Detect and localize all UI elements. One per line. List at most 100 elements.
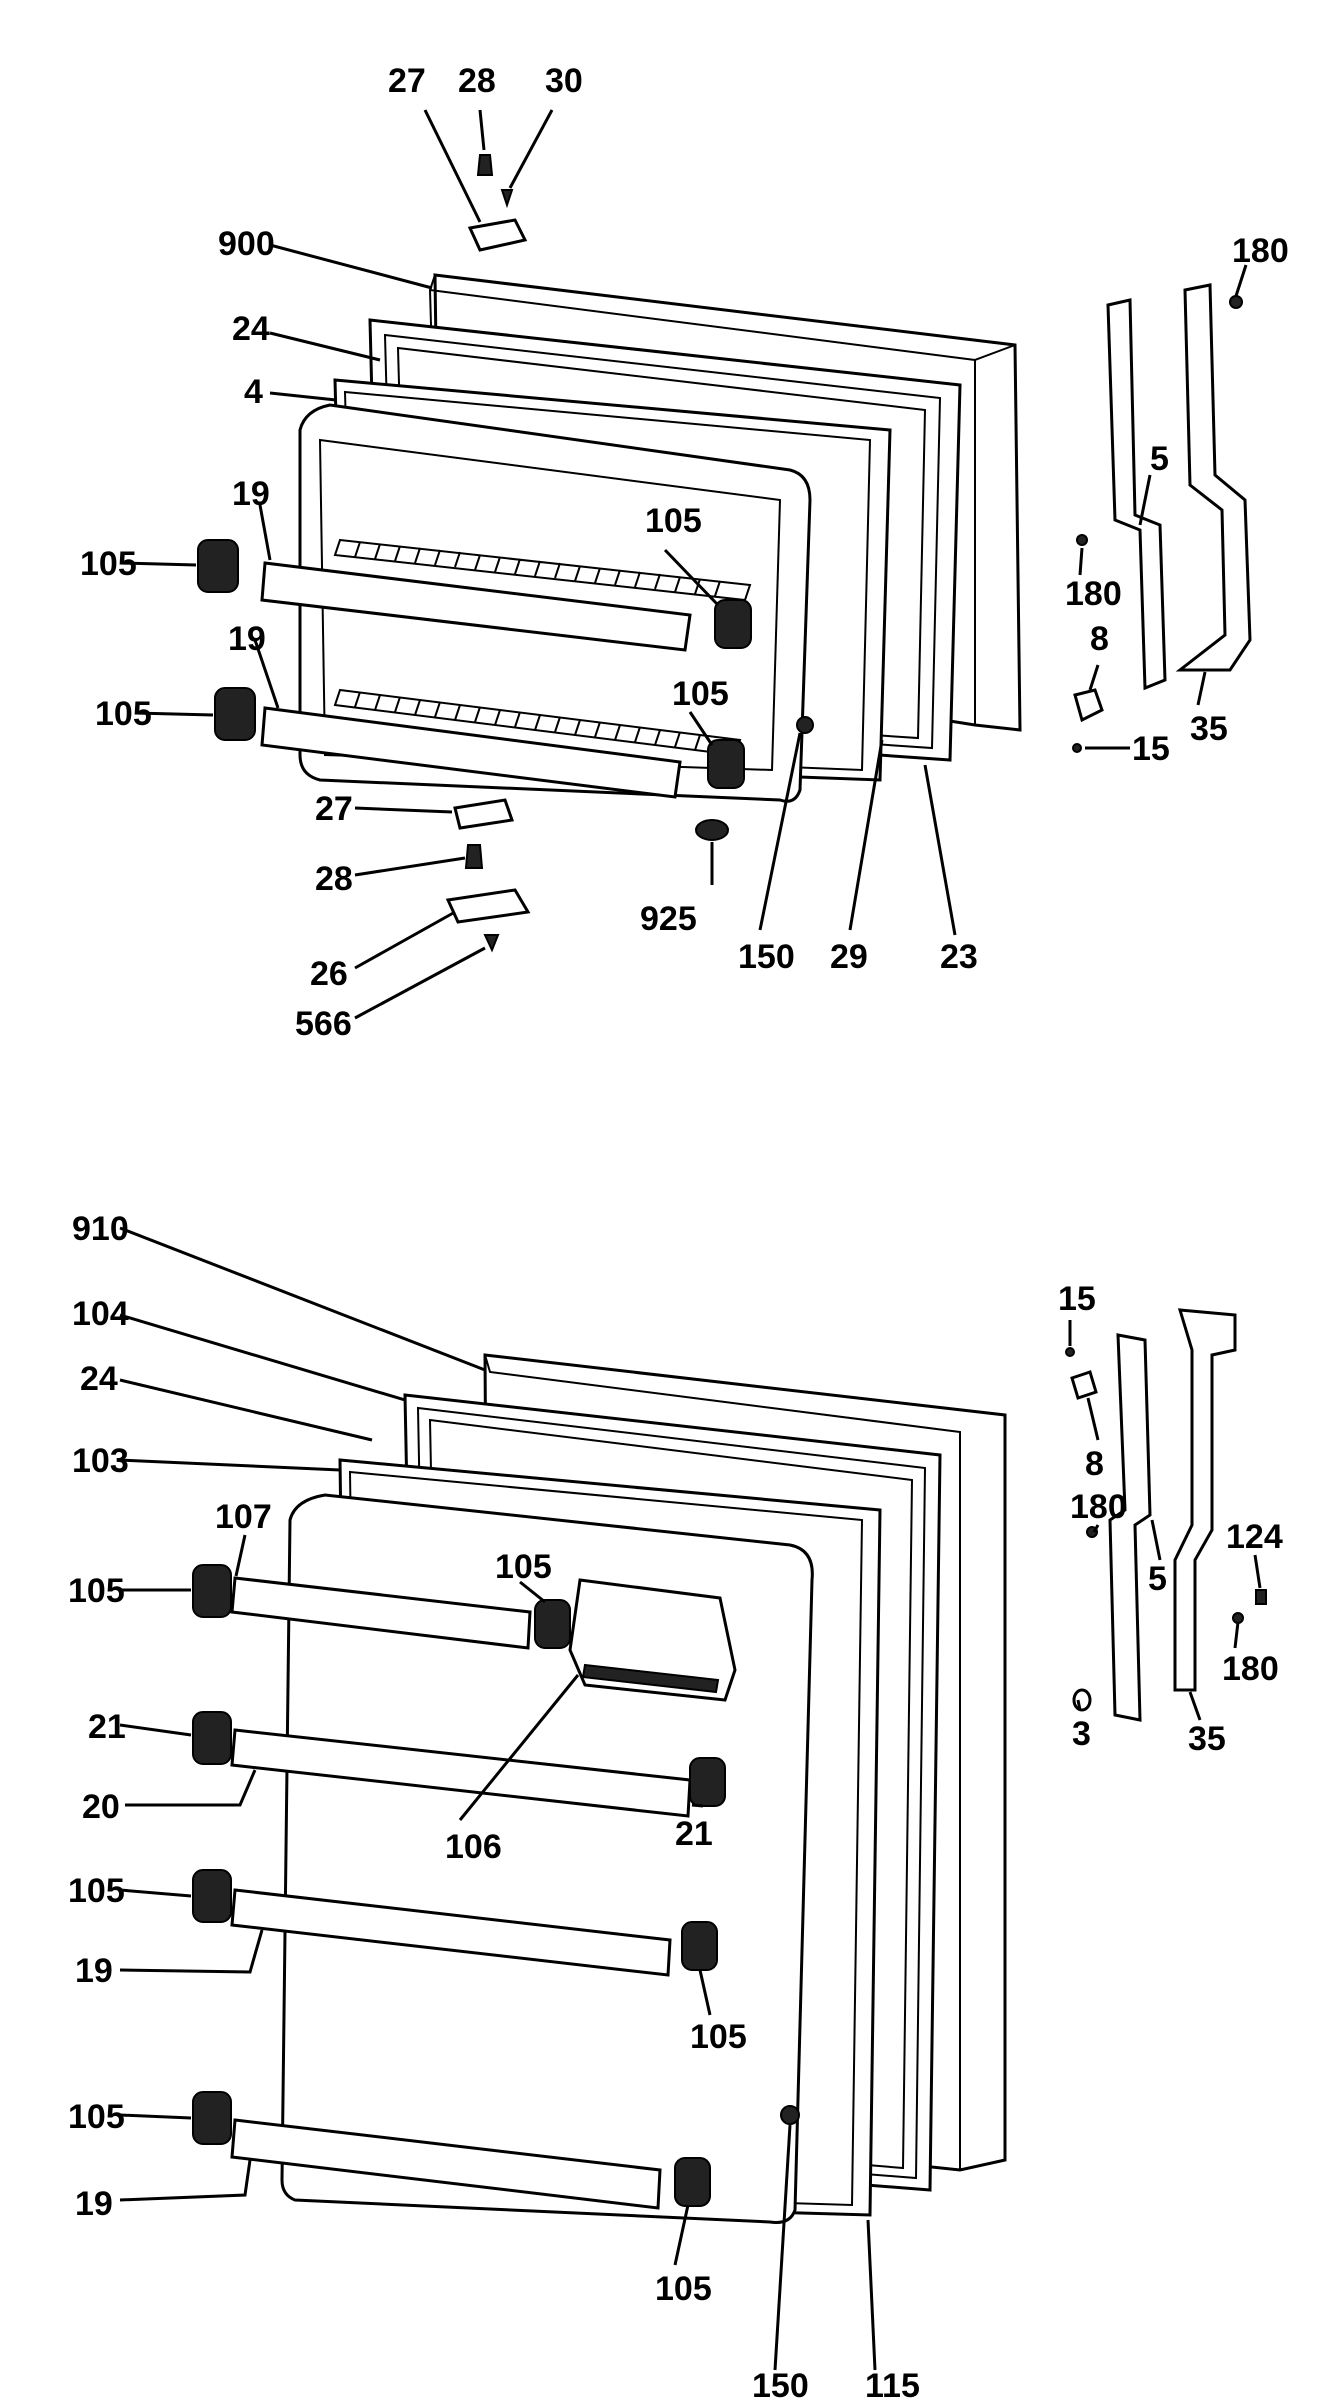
- shelf-end-cap-105: [192, 2091, 232, 2145]
- label-105: 105: [68, 1572, 125, 1610]
- label-26: 26: [310, 955, 348, 993]
- screw-15-top: [1072, 743, 1082, 753]
- trim-35-bottom: [1173, 1308, 1237, 1692]
- screw-150-top: [796, 716, 814, 734]
- label-35: 35: [1190, 710, 1228, 748]
- label-19: 19: [75, 2185, 113, 2223]
- label-19: 19: [232, 475, 270, 513]
- shelf-bar-lower: [260, 706, 682, 799]
- label-20: 20: [82, 1788, 120, 1826]
- label-3: 3: [1072, 1715, 1091, 1753]
- label-28: 28: [315, 860, 353, 898]
- label-104: 104: [72, 1295, 129, 1333]
- shelf-end-cap-105: [214, 687, 256, 741]
- label-30: 30: [545, 62, 583, 100]
- label-105: 105: [690, 2018, 747, 2056]
- label-5: 5: [1148, 1560, 1167, 1598]
- hinge-bracket-27-bottom: [453, 798, 515, 830]
- bottom-leader-lines: [119, 1226, 1262, 2371]
- label-107: 107: [215, 1498, 272, 1536]
- label-27: 27: [315, 790, 353, 828]
- hinge-pin-28-bottom: [464, 844, 484, 869]
- shelf-end-cap-105: [192, 1869, 232, 1923]
- shelf-bar-upper: [260, 561, 692, 652]
- freezer-door-assembly: [197, 154, 1252, 953]
- label-19: 19: [75, 1952, 113, 1990]
- hinge-bracket-27-top: [467, 218, 528, 252]
- shelf-end-cap-105: [681, 1921, 718, 1971]
- label-23: 23: [940, 938, 978, 976]
- label-105: 105: [80, 545, 137, 583]
- hinge-plate-26: [445, 888, 531, 924]
- label-105: 105: [655, 2270, 712, 2308]
- door-shelf-bar-20: [230, 1728, 692, 1818]
- shelf-end-cap-21: [689, 1757, 726, 1807]
- label-35: 35: [1188, 1720, 1226, 1758]
- hinge-pin-28-top: [476, 154, 494, 176]
- label-150: 150: [752, 2367, 809, 2400]
- label-105: 105: [645, 502, 702, 540]
- plug-3: [1072, 1688, 1092, 1712]
- label-27: 27: [388, 62, 426, 100]
- label-105: 105: [495, 1548, 552, 1586]
- label-105: 105: [68, 1872, 125, 1910]
- screw-180-top-left: [1076, 534, 1088, 546]
- shelf-end-cap-105: [534, 1599, 571, 1649]
- door-shelf-bar-19-mid: [230, 1888, 672, 1977]
- label-28: 28: [458, 62, 496, 100]
- shelf-end-cap-105: [197, 539, 239, 593]
- label-15: 15: [1058, 1280, 1096, 1318]
- label-180: 180: [1232, 232, 1289, 270]
- label-4: 4: [244, 373, 263, 411]
- label-910: 910: [72, 1210, 129, 1248]
- clip-124: [1255, 1589, 1267, 1605]
- label-566: 566: [295, 1005, 352, 1043]
- shelf-end-cap-105: [674, 2157, 711, 2207]
- label-24: 24: [80, 1360, 118, 1398]
- top-leader-lines: [119, 109, 1248, 1020]
- label-24: 24: [232, 310, 270, 348]
- label-180: 180: [1070, 1488, 1127, 1526]
- handle-5-top: [1106, 298, 1167, 691]
- screw-15-bottom: [1065, 1347, 1075, 1357]
- label-8: 8: [1085, 1445, 1104, 1483]
- fresh-food-door-assembly: [192, 1308, 1267, 2224]
- bottom-labels: 910 104 24 103 15 8 180 5 124 180 107 10…: [68, 1210, 1283, 2400]
- label-19: 19: [228, 620, 266, 658]
- door-shelf-bar-107: [230, 1576, 532, 1650]
- hinge-8-top: [1073, 688, 1104, 723]
- label-103: 103: [72, 1442, 129, 1480]
- trim-35-top: [1175, 283, 1252, 672]
- label-5: 5: [1150, 440, 1169, 478]
- label-29: 29: [830, 938, 868, 976]
- screw-30-top: [500, 189, 514, 209]
- plug-925: [695, 819, 729, 841]
- shelf-end-cap-105: [707, 739, 745, 789]
- label-180: 180: [1222, 1650, 1279, 1688]
- label-925: 925: [640, 900, 697, 938]
- door-shelf-bar-19-bottom: [230, 2118, 662, 2210]
- label-21: 21: [88, 1708, 126, 1746]
- screw-180-bottom-right: [1232, 1612, 1244, 1624]
- label-105: 105: [95, 695, 152, 733]
- label-124: 124: [1226, 1518, 1283, 1556]
- handle-5-bottom: [1108, 1333, 1152, 1722]
- label-115: 115: [865, 2367, 920, 2400]
- top-labels: 27 28 30 900 180 24 4 19 105 105 180 5 8…: [80, 62, 1289, 1043]
- label-180: 180: [1065, 575, 1122, 613]
- hinge-8-bottom: [1070, 1370, 1098, 1400]
- label-105: 105: [68, 2098, 125, 2136]
- label-900: 900: [218, 225, 275, 263]
- shelf-end-cap-105: [714, 599, 752, 649]
- label-15: 15: [1132, 730, 1170, 768]
- label-106: 106: [445, 1828, 502, 1866]
- label-8: 8: [1090, 620, 1109, 658]
- screw-180-top-right: [1229, 295, 1243, 309]
- label-21: 21: [675, 1815, 713, 1853]
- screw-150-bottom: [780, 2105, 800, 2125]
- label-105: 105: [672, 675, 729, 713]
- shelf-end-cap-105: [192, 1564, 232, 1618]
- screw-566: [483, 934, 500, 953]
